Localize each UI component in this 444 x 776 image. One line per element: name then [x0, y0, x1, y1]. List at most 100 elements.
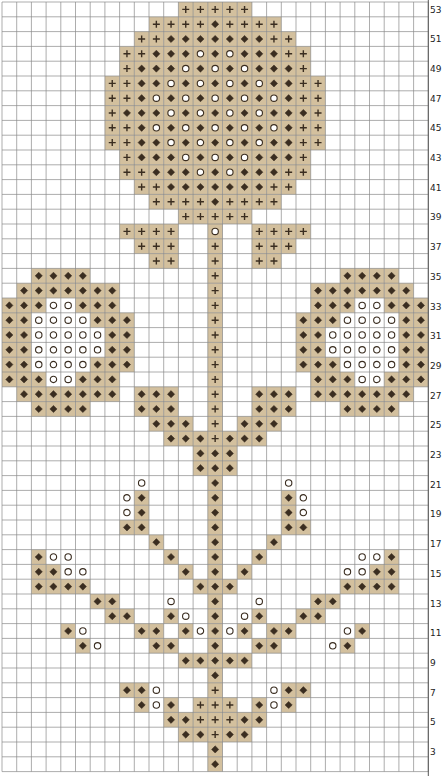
diamond-symbol [79, 272, 86, 279]
plus-symbol [315, 110, 322, 117]
stitch-cell [281, 224, 296, 239]
stitch-cell [105, 283, 120, 298]
diamond-symbol [212, 524, 219, 531]
stitch-cell [399, 342, 414, 357]
stitch-cell [105, 135, 120, 150]
stitch-cell [90, 283, 105, 298]
grid-line [2, 534, 428, 535]
plus-symbol [212, 287, 219, 294]
stitch-cell [164, 120, 179, 135]
diamond-symbol [109, 287, 116, 294]
stitch-cell [105, 76, 120, 91]
circle-symbol [359, 361, 365, 367]
stitch-cell [193, 150, 208, 165]
plus-symbol [212, 213, 219, 220]
diamond-symbol [212, 139, 219, 146]
diamond-symbol [241, 80, 248, 87]
diamond-symbol [109, 376, 116, 383]
grid-line [2, 76, 428, 77]
grid-line [2, 238, 428, 239]
stitch-cell [208, 742, 223, 757]
stitch-cell [76, 579, 91, 594]
diamond-symbol [300, 346, 307, 353]
diamond-symbol [212, 109, 219, 116]
stitch-cell [149, 120, 164, 135]
plus-symbol [197, 198, 204, 205]
stitch-cell [149, 91, 164, 106]
stitch-cell [325, 328, 340, 343]
diamond-symbol [182, 80, 189, 87]
diamond-symbol [6, 376, 13, 383]
stitch-cell [31, 328, 46, 343]
stitch-cell [90, 387, 105, 402]
stitch-cell [208, 254, 223, 269]
plus-symbol [256, 198, 263, 205]
row-number: 47 [430, 94, 444, 105]
stitch-cell [2, 298, 17, 313]
stitch-cell [178, 609, 193, 624]
circle-symbol [359, 376, 365, 382]
stitch-cell [208, 150, 223, 165]
stitch-cell [281, 698, 296, 713]
stitch-cell [370, 313, 385, 328]
stitch-cell [149, 387, 164, 402]
stitch-cell [384, 387, 399, 402]
stitch-cell [267, 17, 282, 32]
plus-symbol [300, 124, 307, 131]
stitch-cell [325, 372, 340, 387]
stitch-cell [252, 387, 267, 402]
stitch-cell [134, 46, 149, 61]
stitch-cell [237, 564, 252, 579]
stitch-cell [208, 2, 223, 17]
stitch-cell [281, 46, 296, 61]
diamond-symbol [167, 613, 174, 620]
grid-line [2, 549, 428, 550]
stitch-cell [311, 298, 326, 313]
plus-symbol [212, 258, 219, 265]
diamond-symbol [388, 583, 395, 590]
stitch-cell [76, 624, 91, 639]
stitch-cell [178, 91, 193, 106]
plus-symbol [315, 139, 322, 146]
diamond-symbol [329, 361, 336, 368]
diamond-symbol [285, 405, 292, 412]
stitch-cell [370, 387, 385, 402]
diamond-symbol [212, 35, 219, 42]
stitch-cell [208, 668, 223, 683]
stitch-cell [237, 46, 252, 61]
stitch-cell [281, 490, 296, 505]
stitch-cell [149, 239, 164, 254]
diamond-symbol [138, 154, 145, 161]
diamond-symbol [182, 657, 189, 664]
diamond-symbol [256, 701, 263, 708]
circle-symbol [168, 80, 174, 86]
stitch-cell [296, 61, 311, 76]
stitch-cell [414, 313, 429, 328]
diamond-symbol [314, 287, 321, 294]
diamond-symbol [153, 139, 160, 146]
diamond-symbol [123, 317, 130, 324]
diamond-symbol [94, 317, 101, 324]
stitch-cell [340, 268, 355, 283]
stitch-cell [311, 76, 326, 91]
circle-symbol [153, 95, 159, 101]
circle-symbol [212, 154, 218, 160]
stitch-cell [252, 712, 267, 727]
plus-symbol [212, 302, 219, 309]
circle-symbol [153, 687, 159, 693]
stitch-cell [76, 638, 91, 653]
diamond-symbol [300, 109, 307, 116]
diamond-symbol [256, 124, 263, 131]
diamond-symbol [359, 627, 366, 634]
row-number: 39 [430, 212, 444, 223]
circle-symbol [183, 613, 189, 619]
stitch-cell [399, 313, 414, 328]
stitch-cell [267, 32, 282, 47]
stitch-cell [46, 283, 61, 298]
row-number: 51 [430, 34, 444, 45]
circle-symbol [359, 332, 365, 338]
diamond-symbol [373, 568, 380, 575]
stitch-cell [31, 342, 46, 357]
stitch-cell [311, 91, 326, 106]
diamond-symbol [329, 376, 336, 383]
